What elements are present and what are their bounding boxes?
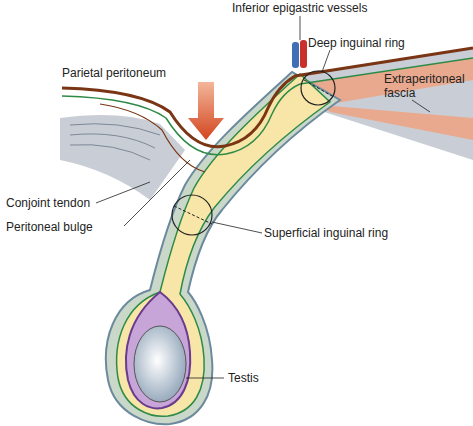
part-label: Superficial inguinal ring [264,226,424,240]
leader-line [412,100,430,112]
cord-covering [106,72,340,424]
hernia-direction-arrow [188,82,224,140]
spermatic-cord [117,74,330,416]
deep-ring [301,71,335,105]
parietal-peritoneum [62,48,473,147]
leader-line [300,16,301,40]
conjoint-tendon-region [60,115,185,200]
vein [292,42,299,68]
muscle-layer [320,105,473,140]
ring-plane [304,80,332,96]
part-label: Conjoint tendon [6,196,106,210]
testis [134,326,186,402]
leader-line [212,222,262,233]
leader-line [96,182,150,203]
part-label: Parietal peritoneum [62,66,192,80]
part-label: Extraperitoneal fascia [384,72,470,100]
artery [300,40,307,68]
part-label: Peritoneal bulge [6,220,126,234]
leader-line [124,160,190,226]
part-label: Testis [228,371,308,385]
part-label: Inferior epigastric vessels [232,1,392,15]
abdominal-wall [285,48,473,160]
part-label: Deep inguinal ring [308,36,438,50]
tendon-lines [70,124,160,160]
bulge-sac [100,104,205,172]
extraperitoneal-fascia [62,58,473,155]
ring-plane [174,206,212,224]
leader-line [186,378,224,379]
superficial-ring [172,195,212,235]
tunica-vaginalis [126,292,190,408]
leader-line [322,50,330,72]
